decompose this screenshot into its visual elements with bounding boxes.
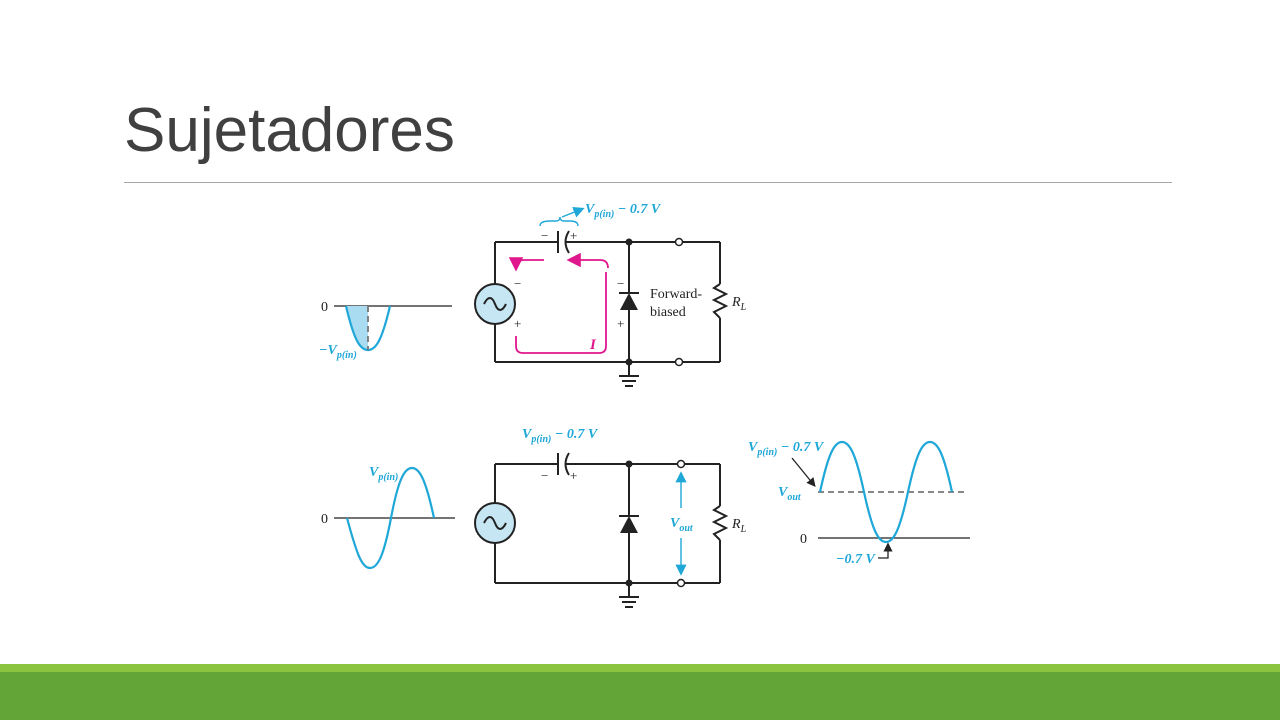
title-divider — [124, 182, 1172, 183]
footer-bar — [0, 672, 1280, 720]
output-zero: 0 — [800, 532, 807, 547]
top-diode-icon — [620, 293, 638, 310]
top-cap-plus: + — [570, 228, 577, 243]
bottom-cap-minus: − — [541, 468, 548, 483]
bottom-load-label: RL — [731, 517, 747, 535]
top-source-minus: − — [514, 276, 521, 291]
top-input-zero: 0 — [321, 300, 328, 315]
output-min-label: −0.7 V — [836, 552, 876, 567]
bottom-input-peak-label: Vp(in) — [369, 465, 398, 483]
bottom-resistor-icon — [711, 505, 729, 541]
output-waveform: 0 Vp(in) − 0.7 V Vout −0.7 V — [748, 440, 970, 567]
top-resistor-icon — [711, 283, 729, 319]
top-load-label: RL — [731, 295, 747, 313]
output-peak-label: Vp(in) − 0.7 V — [748, 440, 825, 458]
bottom-input-zero: 0 — [321, 512, 328, 527]
bottom-cap-voltage-label: Vp(in) − 0.7 V — [522, 427, 599, 445]
output-vout-label: Vout — [778, 485, 802, 503]
top-input-peak-label: −Vp(in) — [319, 343, 357, 361]
top-diode-plus: + — [617, 316, 624, 331]
top-cap-voltage-label: Vp(in) − 0.7 V — [585, 202, 662, 220]
top-source-plus: + — [514, 316, 521, 331]
slide-title: Sujetadores — [124, 96, 455, 165]
top-input-waveform: 0 −Vp(in) — [319, 300, 452, 361]
top-diode-minus: − — [617, 276, 624, 291]
top-cap-minus: − — [541, 228, 548, 243]
top-current-label: I — [589, 337, 597, 353]
bottom-input-waveform: 0 Vp(in) — [321, 465, 455, 570]
top-diode-label-1: Forward- — [650, 287, 702, 302]
top-circuit: − + Vp(in) − 0.7 V − + − + Forward- bias… — [474, 202, 747, 387]
top-diode-label-2: biased — [650, 305, 686, 320]
bottom-vout-label: Vout — [670, 516, 694, 534]
bottom-circuit: − + Vp(in) − 0.7 V RL Vout — [474, 427, 747, 608]
footer-accent-bar — [0, 664, 1280, 672]
bottom-cap-plus: + — [570, 468, 577, 483]
bottom-diode-icon — [620, 516, 638, 533]
